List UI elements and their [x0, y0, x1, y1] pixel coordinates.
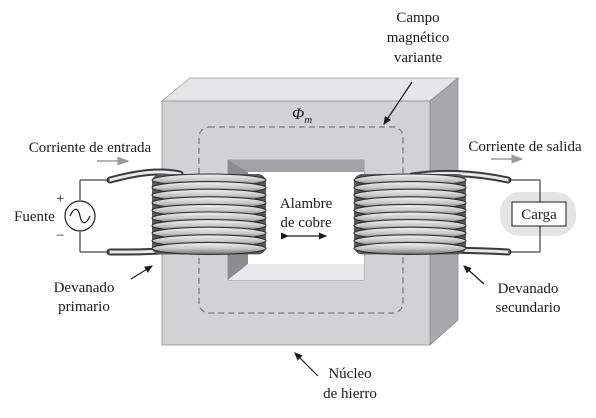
secondary-winding-label-line2: secundario: [496, 300, 561, 316]
primario-pointer-arrow: [130, 265, 154, 280]
minus-sign: −: [56, 228, 64, 244]
core-label-line2: de hierro: [323, 386, 377, 402]
plus-sign: +: [56, 191, 64, 207]
window-top-inner: [228, 160, 364, 172]
flux-subscript: m: [304, 114, 312, 126]
iron-core: [160, 77, 460, 346]
window-bottom-inner: [228, 264, 364, 280]
core-top-face: [160, 77, 460, 102]
secundario-pointer-arrow: [463, 265, 485, 285]
input-current-label: Corriente de entrada: [29, 140, 152, 156]
wire-label-line1: Alambre: [280, 196, 333, 212]
campo-label-line1: Campo: [396, 10, 439, 26]
campo-label-line3: variante: [394, 50, 443, 66]
wire-label-line2: de cobre: [280, 215, 332, 231]
source-circuit: [64, 179, 110, 253]
load-label: Carga: [521, 207, 557, 223]
sine-wave-icon: [69, 208, 91, 224]
output-current-label: Corriente de salida: [468, 139, 582, 155]
load-box: [511, 201, 567, 227]
primary-winding-label-line2: primario: [58, 299, 110, 315]
window-back: [248, 172, 364, 268]
nucleo-pointer-arrow: [294, 352, 319, 377]
secondary-coil: [353, 169, 512, 256]
flux-label: Φm: [292, 106, 312, 126]
primary-coil-turn: [151, 241, 267, 255]
secondary-winding-label-line1: Devanado: [498, 281, 559, 297]
core-label-line1: Núcleo: [328, 366, 371, 382]
campo-pointer-arrow: [383, 81, 413, 125]
campo-label-line2: magnético: [387, 30, 449, 46]
source-label: Fuente: [14, 209, 55, 225]
secondary-coil-turn: [353, 241, 467, 255]
primary-winding-label-line1: Devanado: [54, 280, 115, 296]
load-circuit: [500, 179, 576, 253]
primary-coil: [106, 168, 267, 256]
flux-symbol: Φ: [292, 106, 304, 123]
